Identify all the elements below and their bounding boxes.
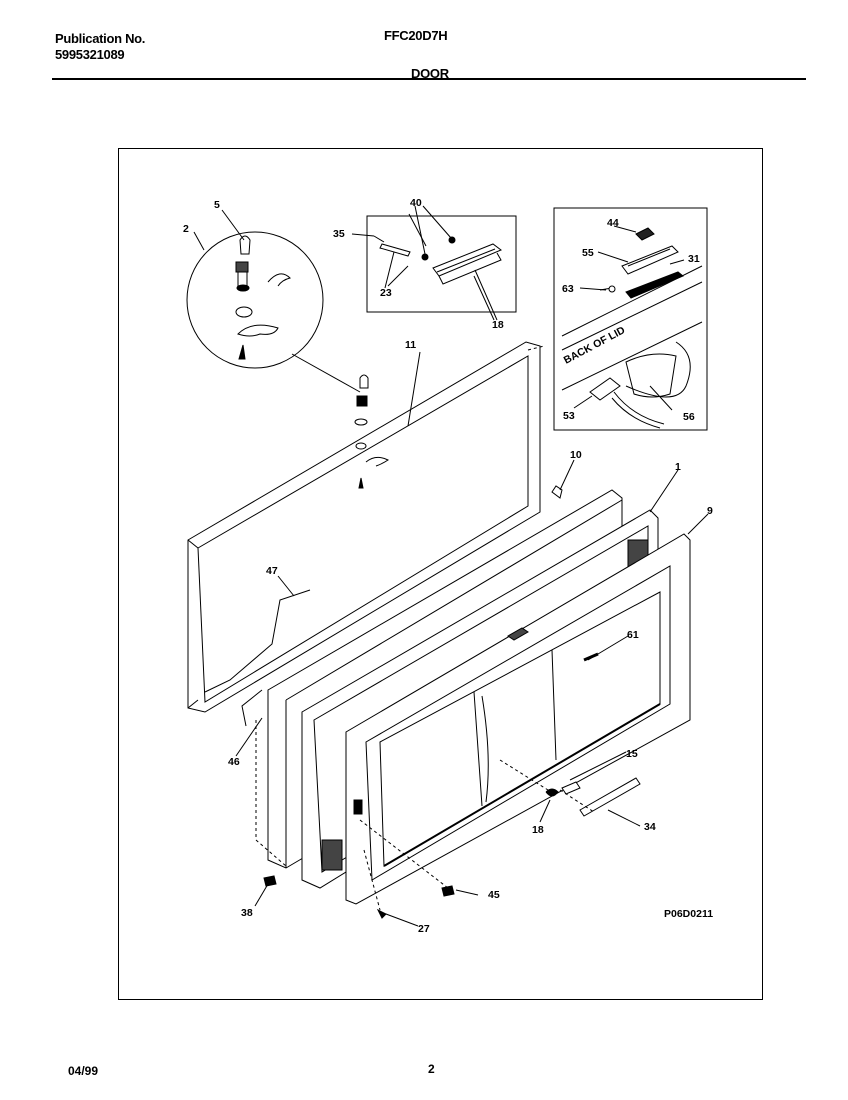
callout-9: 9 [707, 505, 713, 517]
callout-55: 55 [582, 247, 594, 259]
assembly-lines [255, 345, 595, 911]
light-detail-inset [553, 207, 708, 431]
callout-23: 23 [380, 287, 392, 299]
page-number: 2 [428, 1062, 435, 1076]
callout-18-top: 18 [492, 319, 504, 331]
heater-wire [204, 589, 311, 693]
callout-5: 5 [214, 199, 220, 211]
callout-47: 47 [266, 565, 278, 577]
callout-1: 1 [675, 461, 681, 473]
callout-31: 31 [688, 253, 700, 265]
callout-11: 11 [405, 339, 416, 351]
callout-45: 45 [488, 889, 500, 901]
callout-63: 63 [562, 283, 574, 295]
model-number: FFC20D7H [384, 28, 448, 43]
callout-53: 53 [563, 410, 575, 422]
lower-hardware [263, 777, 641, 919]
callout-18-bottom: 18 [532, 824, 544, 836]
door-inner-frame [345, 533, 691, 905]
callout-61: 61 [627, 629, 639, 641]
callout-27: 27 [418, 923, 430, 935]
callout-2: 2 [183, 223, 189, 235]
hinge-leader [291, 353, 361, 393]
callout-35: 35 [333, 228, 345, 240]
callout-46: 46 [228, 756, 240, 768]
section-title: DOOR [411, 66, 449, 81]
callout-44: 44 [607, 217, 619, 229]
leader-lines [193, 209, 709, 927]
diagram-frame [118, 148, 763, 1000]
callout-15: 15 [626, 748, 638, 760]
publication-label: Publication No. [55, 31, 146, 46]
wire-lead [241, 689, 263, 727]
callout-38: 38 [241, 907, 253, 919]
handle-detail-inset [366, 205, 517, 321]
callout-10: 10 [570, 449, 582, 461]
footer-date: 04/99 [68, 1064, 99, 1078]
header-rule [52, 78, 806, 80]
callout-56: 56 [683, 411, 695, 423]
callout-40: 40 [410, 197, 422, 209]
callout-34: 34 [644, 821, 656, 833]
publication-number: 5995321089 [55, 47, 125, 62]
hinge-hardware [354, 374, 563, 499]
hinge-detail-circle [186, 231, 324, 369]
drawing-code: P06D0211 [664, 908, 713, 920]
